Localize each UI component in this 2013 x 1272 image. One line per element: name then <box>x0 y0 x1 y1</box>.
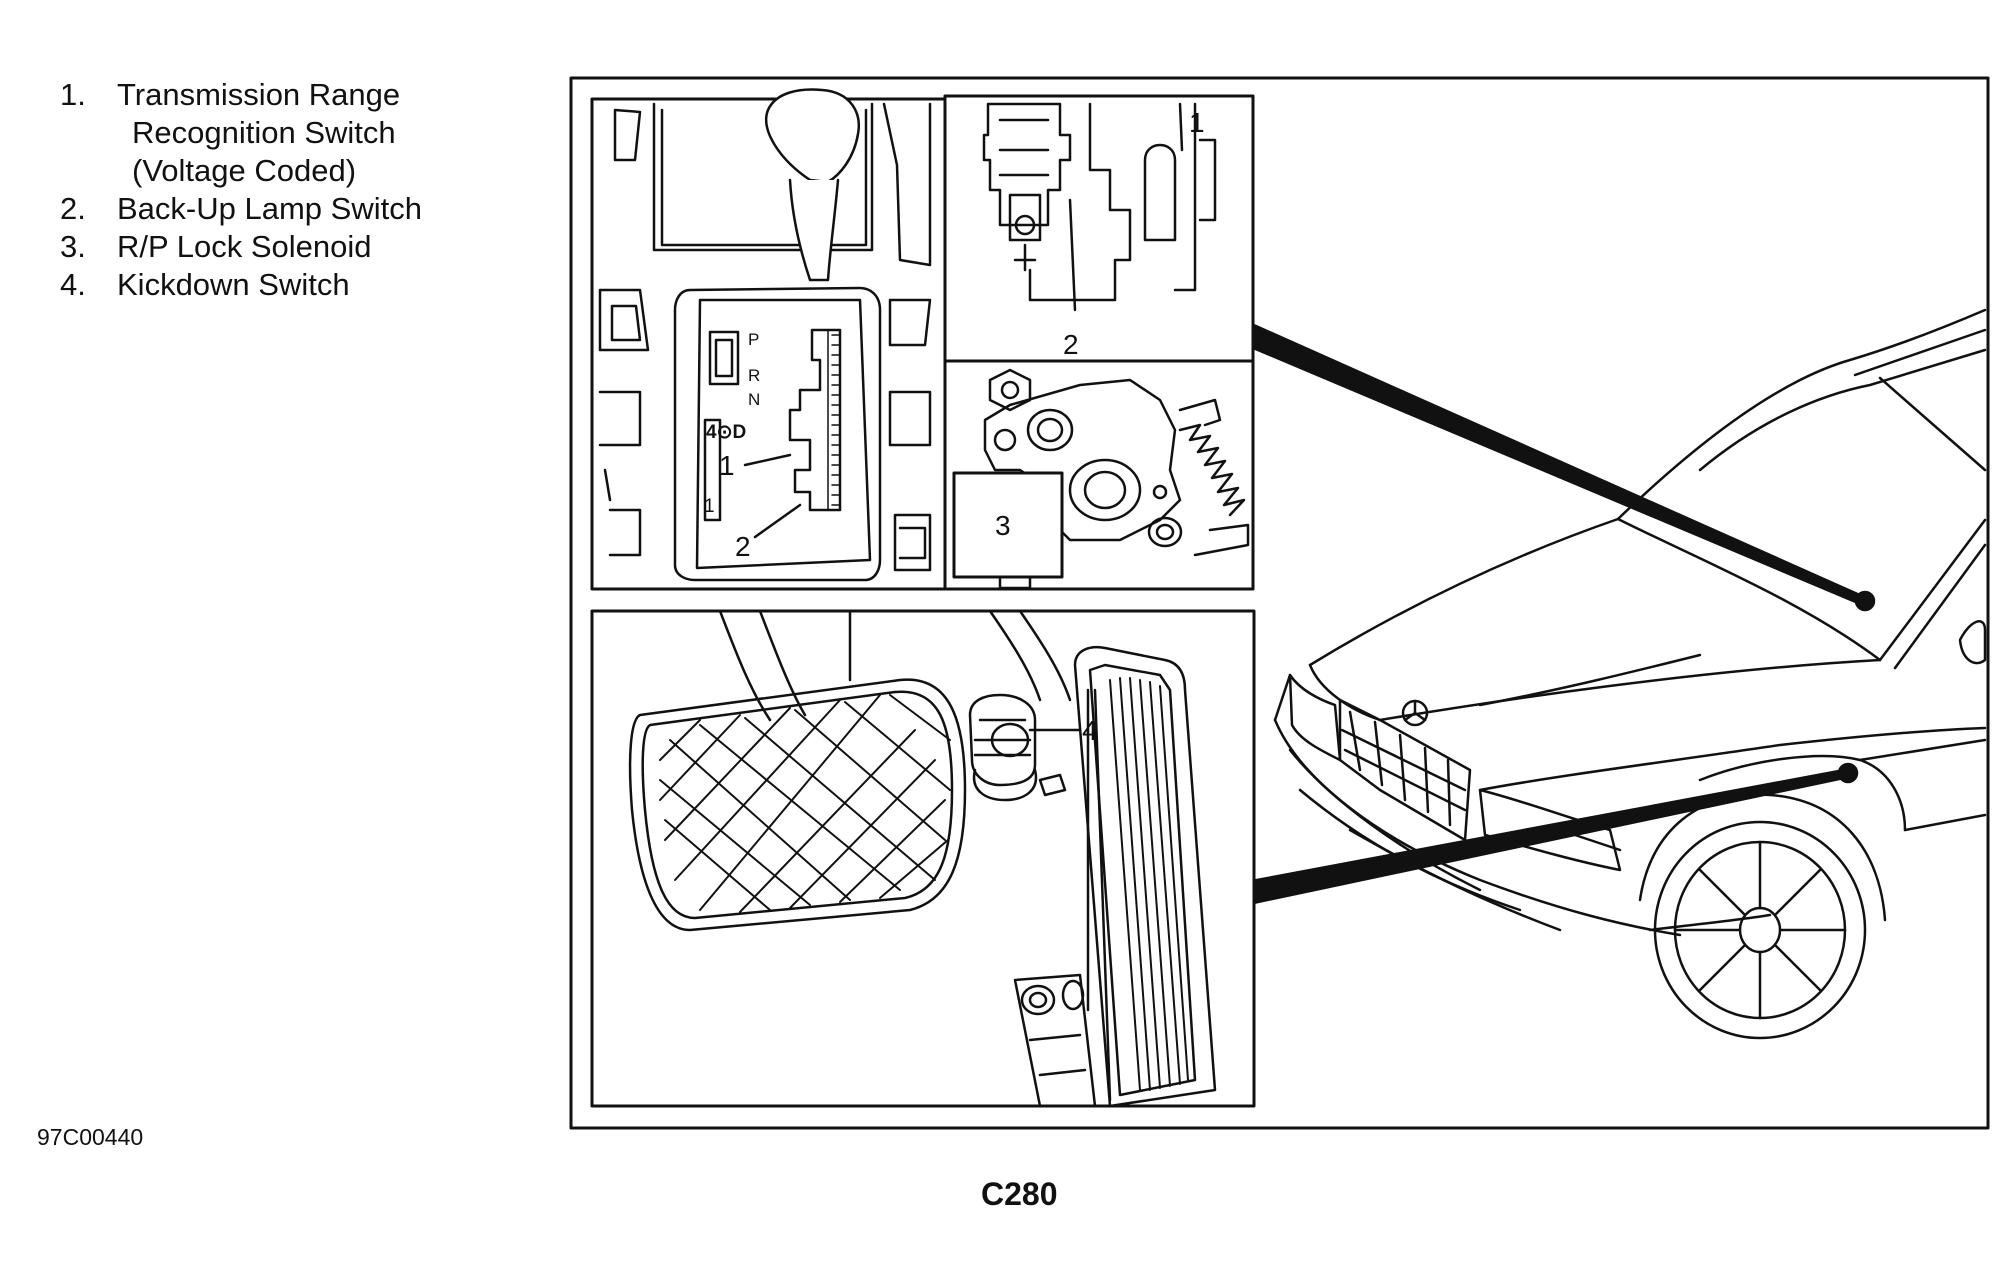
callout-switch-1: 1 <box>1189 107 1205 138</box>
callout-solenoid-3: 3 <box>995 510 1011 541</box>
callout-leader-switch-1 <box>1178 102 1184 152</box>
callout-leader-1 <box>743 453 792 467</box>
legend-item-number: 2. <box>60 191 86 226</box>
legend-item-number: 1. <box>60 77 86 112</box>
model-label: C280 <box>981 1176 1058 1212</box>
legend: 1. Transmission Range Recognition Switch… <box>60 76 422 304</box>
legend-item-1: 1. Transmission Range <box>60 76 422 114</box>
solenoid-panel: 3 <box>943 359 1255 591</box>
gate-label-p: P <box>748 330 759 349</box>
legend-item-label-line2: Recognition Switch <box>132 115 396 150</box>
legend-item-3: 3. R/P Lock Solenoid <box>60 228 422 266</box>
legend-item-number: 3. <box>60 229 86 264</box>
legend-item-2: 2. Back-Up Lamp Switch <box>60 190 422 228</box>
gate-label-r: R <box>748 366 760 385</box>
figure-frame <box>569 76 1990 1130</box>
callout-switch-2: 2 <box>1063 329 1079 360</box>
legend-item-label: R/P Lock Solenoid <box>117 229 372 264</box>
gate-label-d: 4⊙D <box>706 422 746 443</box>
legend-item-label: Transmission Range <box>117 77 401 112</box>
car-illustration <box>1273 308 1987 1040</box>
callout-shifter-1: 1 <box>719 450 735 481</box>
gate-label-n: N <box>748 390 760 409</box>
figure-code: 97C00440 <box>37 1124 144 1150</box>
legend-item-label: Kickdown Switch <box>117 267 350 302</box>
legend-item-4: 4. Kickdown Switch <box>60 266 422 304</box>
callout-leader-switch-2 <box>1068 198 1077 312</box>
legend-item-label-line3: (Voltage Coded) <box>132 153 357 188</box>
pedal-panel: 4 <box>590 609 1256 1108</box>
leader-wedges <box>1250 322 1865 905</box>
callout-shifter-2: 2 <box>735 531 751 562</box>
legend-item-label: Back-Up Lamp Switch <box>117 191 422 226</box>
shifter-panel: P R N 4⊙D 1 1 2 <box>590 88 947 591</box>
switch-detail-panel: 1 2 <box>943 94 1255 363</box>
legend-item-number: 4. <box>60 267 86 302</box>
gate-label-low: 1 <box>704 496 715 517</box>
callout-leader-2 <box>753 503 802 539</box>
